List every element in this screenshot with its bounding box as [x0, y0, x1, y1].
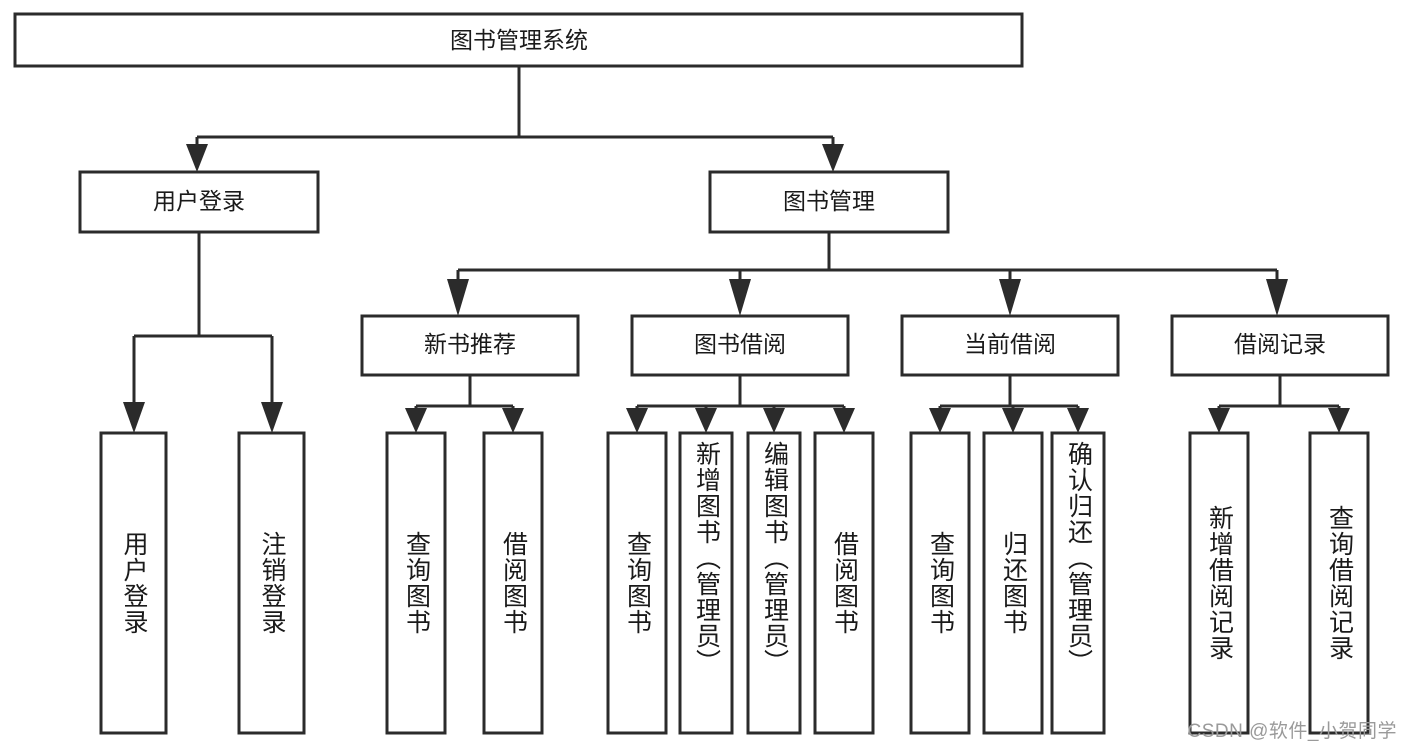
node-root-label: 图书管理系统: [450, 27, 588, 53]
arrow-head-leaf-user-login: [123, 402, 145, 433]
arrow-head-bookborrow-leaf-2: [695, 408, 717, 433]
leaf-box-query-book-rec[interactable]: [385, 431, 447, 735]
node-borrow-record[interactable]: 借阅记录: [1170, 314, 1390, 377]
node-user-login[interactable]: 用户登录: [78, 170, 320, 234]
arrow-head-currentborrow-leaf-3: [1067, 408, 1089, 433]
node-current-borrow-label: 当前借阅: [964, 331, 1056, 357]
node-book-borrow[interactable]: 图书借阅: [630, 314, 850, 377]
node-book-borrow-box[interactable]: [630, 314, 850, 377]
watermark-text: CSDN @软件_小贺同学: [1187, 721, 1397, 742]
arrow-head-currentborrow-leaf-1: [929, 408, 951, 433]
node-book-management-label: 图书管理: [783, 188, 875, 214]
arrow-head-new-book-rec: [447, 279, 469, 316]
arrow-head-borrow-record: [1266, 279, 1288, 316]
node-borrow-record-box[interactable]: [1170, 314, 1390, 377]
leaf-node-boxes: [99, 431, 1370, 735]
node-borrow-record-label: 借阅记录: [1234, 331, 1326, 357]
leaf-box-add-record[interactable]: [1188, 431, 1250, 735]
leaf-box-confirm-return[interactable]: [1050, 431, 1106, 735]
arrow-head-bookborrow-leaf-3: [763, 408, 785, 433]
node-new-book-recommend-label: 新书推荐: [424, 331, 516, 357]
node-current-borrow-box[interactable]: [900, 314, 1120, 377]
arrow-head-newbook-leaf-2: [502, 408, 524, 433]
leaf-box-add-book-admin[interactable]: [678, 431, 734, 735]
arrow-head-bookborrow-leaf-4: [833, 408, 855, 433]
node-root-box[interactable]: [13, 12, 1024, 68]
node-book-borrow-label: 图书借阅: [694, 331, 786, 357]
leaf-box-edit-book-admin[interactable]: [746, 431, 802, 735]
leaf-box-query-record[interactable]: [1308, 431, 1370, 735]
node-current-borrow[interactable]: 当前借阅: [900, 314, 1120, 377]
arrow-head-leaf-logout: [261, 402, 283, 433]
node-book-management-box[interactable]: [708, 170, 950, 234]
arrow-head-newbook-leaf-1: [405, 408, 427, 433]
arrow-head-borrowrecord-leaf-1: [1208, 408, 1230, 433]
leaf-box-borrow-book-rec[interactable]: [482, 431, 544, 735]
arrow-head-user-login: [186, 144, 208, 172]
leaf-box-user-login[interactable]: [99, 431, 168, 735]
leaf-box-logout[interactable]: [237, 431, 306, 735]
node-book-management[interactable]: 图书管理: [708, 170, 950, 234]
node-new-book-recommend-box[interactable]: [360, 314, 580, 377]
arrow-head-borrowrecord-leaf-2: [1328, 408, 1350, 433]
node-user-login-box[interactable]: [78, 170, 320, 234]
node-new-book-recommend[interactable]: 新书推荐: [360, 314, 580, 377]
leaf-box-borrow-book[interactable]: [813, 431, 875, 735]
arrow-head-book-borrow: [729, 279, 751, 316]
arrow-head-currentborrow-leaf-2: [1002, 408, 1024, 433]
arrow-head-bookborrow-leaf-1: [626, 408, 648, 433]
node-root[interactable]: 图书管理系统: [13, 12, 1024, 68]
node-user-login-label: 用户登录: [153, 188, 245, 214]
leaf-box-query-book-cur[interactable]: [909, 431, 971, 735]
arrow-head-current-borrow: [999, 279, 1021, 316]
leaf-box-query-book-borrow[interactable]: [606, 431, 668, 735]
connector-group: [123, 66, 1350, 433]
arrow-head-book-manage: [822, 144, 844, 172]
leaf-box-return-book[interactable]: [982, 431, 1044, 735]
